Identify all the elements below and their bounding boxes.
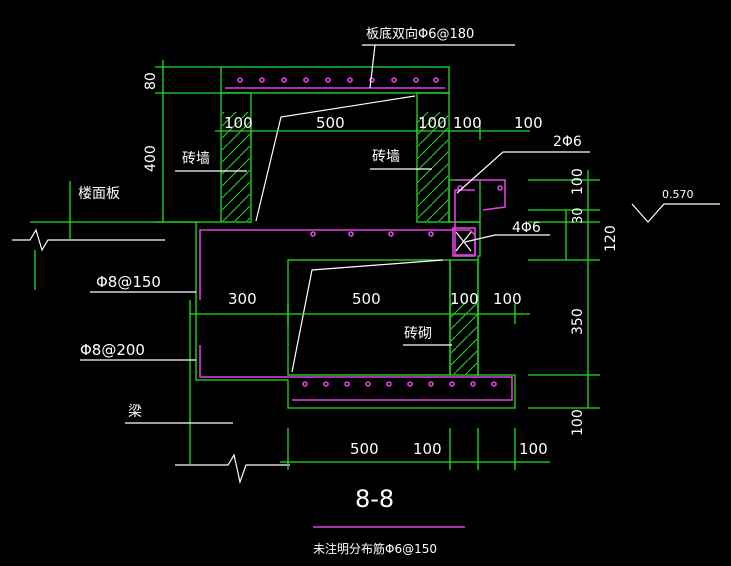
- stirrup-150-label: Φ8@150: [96, 273, 161, 291]
- general-note: 未注明分布筋Φ6@150: [313, 541, 437, 556]
- dim-r350: 350: [570, 308, 586, 335]
- beam-cavity-break-line: [291, 259, 444, 373]
- dim-r100b: 100: [570, 409, 586, 436]
- masonry-hatch: [451, 300, 477, 374]
- left-break-symbol: [12, 228, 165, 252]
- beam-cavity: [287, 259, 451, 376]
- ledge-rebar: [455, 179, 506, 211]
- right-wall-hatch: [418, 112, 448, 221]
- dim-r100a: 100: [570, 168, 586, 195]
- dim-mid-100b: 100: [493, 290, 522, 308]
- dim-80: 80: [143, 72, 159, 90]
- dim-400: 400: [143, 145, 159, 172]
- elevation-label: 0.570: [662, 188, 694, 201]
- dim-mid-300: 300: [228, 290, 257, 308]
- slab-label-leader: [369, 44, 376, 89]
- upper-structure: [220, 44, 515, 223]
- dim-bot-500: 500: [350, 440, 379, 458]
- left-wall-label: 砖墙: [182, 151, 210, 167]
- dim-bot-100a: 100: [413, 440, 442, 458]
- beam-bottom-rebar: [199, 345, 513, 401]
- slab-rebar-dots: [237, 77, 439, 83]
- dim-bot-100b: 100: [519, 440, 548, 458]
- slab-bottom-label: 板底双向Φ6@180: [366, 26, 474, 42]
- beam-outline: [195, 222, 516, 409]
- dim-r120: 120: [603, 225, 619, 252]
- dim-top-500: 500: [316, 114, 345, 132]
- section-title: 8-8: [355, 485, 394, 513]
- beam-label: 梁: [128, 404, 142, 420]
- text-labels: 板底双向Φ6@180 砖墙 砖墙 楼面板 2Φ6 4Φ6 Φ8@150 Φ8@2…: [78, 26, 694, 556]
- left-wall-hatch: [222, 112, 250, 221]
- floor-slab-label: 楼面板: [78, 186, 120, 202]
- rebar-2-label: 2Φ6: [553, 134, 582, 150]
- dim-top-100d: 100: [514, 114, 543, 132]
- dim-mid-500: 500: [352, 290, 381, 308]
- right-brick-wall: [416, 92, 450, 223]
- elevation-marker: [631, 203, 720, 223]
- dim-r30: 30: [571, 207, 586, 224]
- right-wall-label: 砖墙: [372, 149, 400, 165]
- dim-mid-100a: 100: [450, 290, 479, 308]
- left-brick-wall: [220, 92, 252, 223]
- dim-top-100c: 100: [453, 114, 482, 132]
- bottom-break-symbol: [175, 453, 290, 485]
- beam-rebar-dots: [302, 185, 503, 387]
- stirrup-200-label: Φ8@200: [80, 341, 145, 359]
- corner-stirrup: [452, 227, 476, 257]
- rebar-4-label: 4Φ6: [512, 220, 541, 236]
- floor-and-beam: [12, 179, 516, 485]
- cavity-break-line: [255, 95, 416, 222]
- dim-top-100b: 100: [418, 114, 447, 132]
- dimension-lines: [34, 60, 720, 528]
- masonry-label: 砖砌: [404, 326, 432, 342]
- dim-top-100a: 100: [224, 114, 253, 132]
- top-slab: [220, 66, 450, 94]
